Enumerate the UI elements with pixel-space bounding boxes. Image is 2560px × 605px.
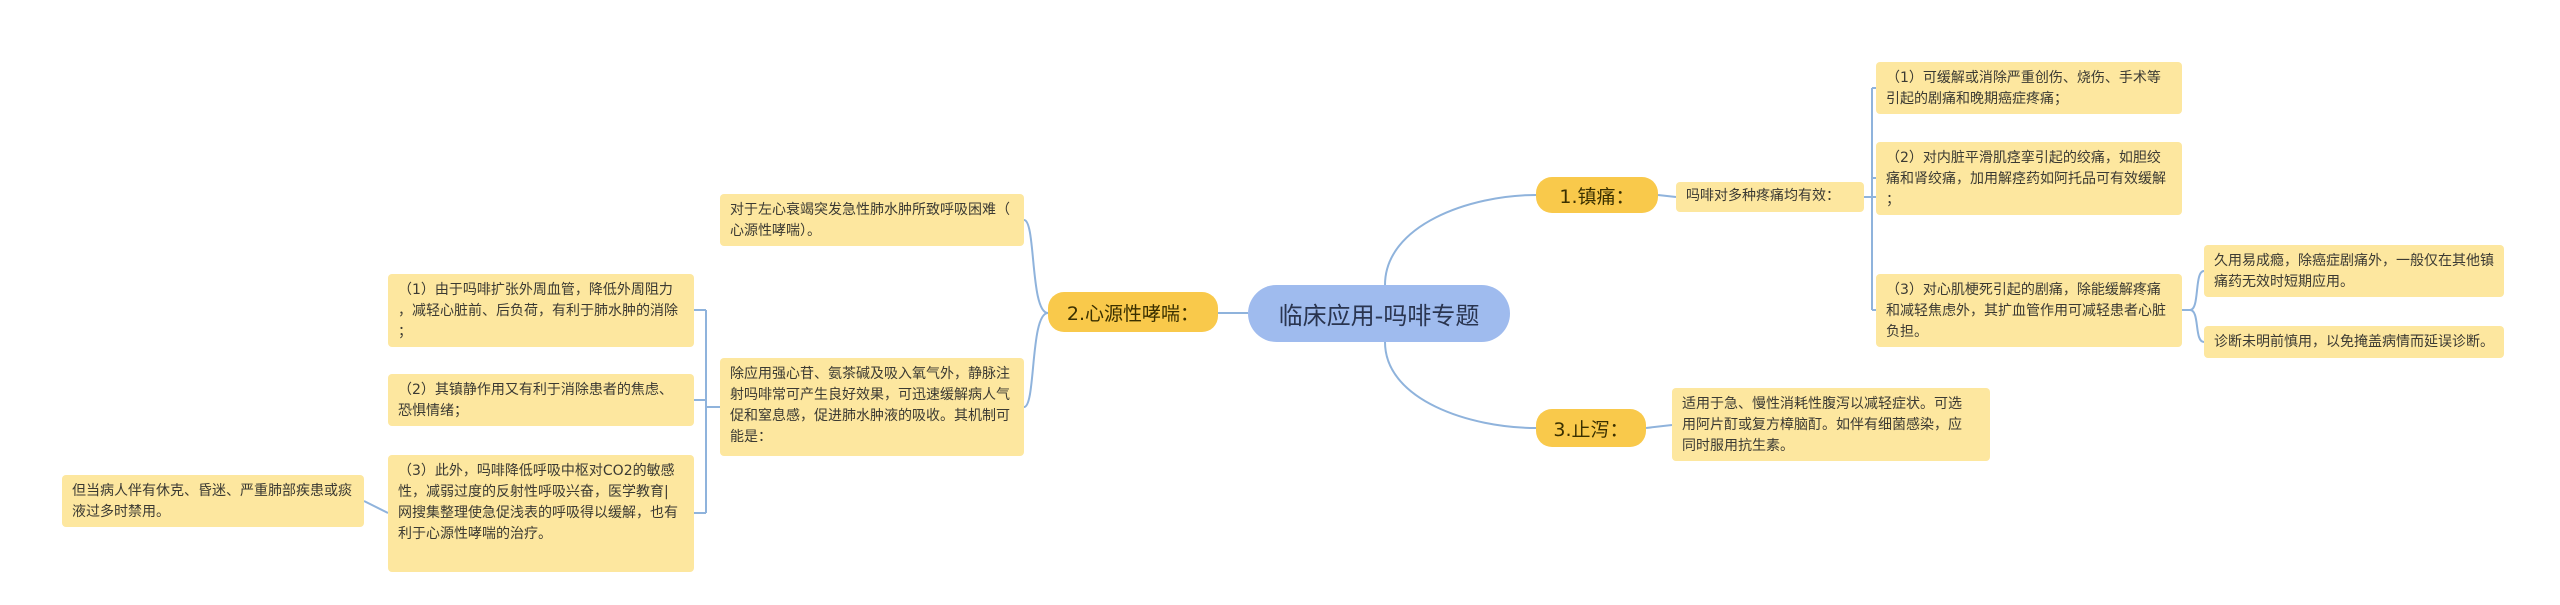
cardiac-asthma-item-1[interactable]: 对于左心衰竭突发急性肺水肿所致呼吸困难（ 心源性哮喘）。 — [720, 194, 1024, 246]
leaf-line: 促和窒息感，促进肺水肿液的吸收。其机制可 — [730, 408, 1010, 424]
branch-analgesia-label: 1.镇痛： — [1559, 185, 1635, 208]
leaf-line: 心源性哮喘）。 — [730, 223, 821, 239]
leaf-line: ； — [398, 324, 412, 340]
leaf-line: （2）其镇静作用又有利于消除患者的焦虑、 — [398, 382, 673, 398]
leaf-line: 同时服用抗生素。 — [1682, 438, 1794, 454]
analgesia-item-3[interactable]: （3）对心肌梗死引起的剧痛，除能缓解疼痛 和减轻焦虑外，其扩血管作用可减轻患者心… — [1876, 274, 2182, 347]
leaf-line: 性，减弱过度的反射性呼吸兴奋，医学教育| — [398, 484, 669, 500]
leaf-line: 液过多时禁用。 — [72, 504, 170, 520]
link-root-antidiarrheal — [1384, 341, 1537, 429]
leaf-line: 久用易成瘾，除癌症剧痛外，一般仅在其他镇 — [2214, 253, 2494, 269]
leaf-line: 但当病人伴有休克、昏迷、严重肺部疾患或痰 — [72, 483, 352, 499]
link-mech3-note — [363, 500, 389, 514]
leaf-line: 能是： — [730, 429, 772, 445]
analgesia-item-2[interactable]: （2）对内脏平滑肌痉挛引起的绞痛，如胆绞 痛和肾绞痛，加用解痉药如阿托品可有效缓… — [1876, 142, 2182, 215]
link-antidiarrheal-detail — [1645, 424, 1673, 429]
leaf-line: 和减轻焦虑外，其扩血管作用可减轻患者心脏 — [1886, 303, 2166, 319]
cardiac-asthma-item-2[interactable]: 除应用强心苷、氨茶碱及吸入氧气外，静脉注 射吗啡常可产生良好效果，可迅速缓解病人… — [720, 358, 1024, 456]
leaf-line: ； — [1886, 192, 1900, 208]
cardiac-mechanism-2[interactable]: （2）其镇静作用又有利于消除患者的焦虑、 恐惧情绪； — [388, 374, 694, 426]
leaf-line: 适用于急、慢性消耗性腹泻以减轻症状。可选 — [1682, 396, 1962, 412]
branch-cardiac-asthma[interactable]: 2.心源性哮喘： — [1048, 292, 1218, 332]
leaf-line: 对于左心衰竭突发急性肺水肿所致呼吸困难（ — [730, 202, 1010, 218]
leaf-line: 痛和肾绞痛，加用解痉药如阿托品可有效缓解 — [1886, 171, 2166, 187]
leaf-line: （1）可缓解或消除严重创伤、烧伤、手术等 — [1886, 70, 2161, 86]
leaf-line: 引起的剧痛和晚期癌症疼痛； — [1886, 91, 2068, 107]
leaf-line: （3）对心肌梗死引起的剧痛，除能缓解疼痛 — [1886, 282, 2161, 298]
branch-antidiarrheal[interactable]: 3.止泻： — [1536, 409, 1646, 447]
leaf-line: （1）由于吗啡扩张外周血管，降低外周阻力 — [398, 282, 673, 298]
leaf-line: 痛药无效时短期应用。 — [2214, 274, 2354, 290]
branch-analgesia[interactable]: 1.镇痛： — [1536, 177, 1658, 213]
leaf-line: ，减轻心脏前、后负荷，有利于肺水肿的消除 — [398, 303, 678, 319]
leaf-line: （3）此外，吗啡降低呼吸中枢对CO2的敏感 — [398, 463, 675, 479]
leaf-line: 用阿片酊或复方樟脑酊。如伴有细菌感染，应 — [1682, 417, 1962, 433]
cardiac-mechanism-3-note[interactable]: 但当病人伴有休克、昏迷、严重肺部疾患或痰 液过多时禁用。 — [62, 475, 364, 527]
link-cardiac-items — [1023, 219, 1049, 408]
leaf-line: （2）对内脏平滑肌痉挛引起的绞痛，如胆绞 — [1886, 150, 2161, 166]
analgesia-summary[interactable]: 吗啡对多种疼痛均有效： — [1676, 182, 1864, 212]
leaf-line: 诊断未明前慎用，以免掩盖病情而延误诊断。 — [2214, 334, 2494, 350]
link-item3-notes — [2182, 270, 2205, 343]
cardiac-mechanism-3[interactable]: （3）此外，吗啡降低呼吸中枢对CO2的敏感 性，减弱过度的反射性呼吸兴奋，医学教… — [388, 455, 694, 572]
analgesia-item-3-note-2[interactable]: 诊断未明前慎用，以免掩盖病情而延误诊断。 — [2204, 326, 2504, 358]
cardiac-mechanism-1[interactable]: （1）由于吗啡扩张外周血管，降低外周阻力 ，减轻心脏前、后负荷，有利于肺水肿的消… — [388, 274, 694, 347]
leaf-line: 网搜集整理使急促浅表的呼吸得以缓解，也有 — [398, 505, 678, 521]
branch-cardiac-asthma-label: 2.心源性哮喘： — [1066, 302, 1200, 325]
branch-antidiarrheal-label: 3.止泻： — [1553, 418, 1629, 441]
antidiarrheal-detail[interactable]: 适用于急、慢性消耗性腹泻以减轻症状。可选 用阿片酊或复方樟脑酊。如伴有细菌感染，… — [1672, 388, 1990, 461]
analgesia-item-3-note-1[interactable]: 久用易成瘾，除癌症剧痛外，一般仅在其他镇 痛药无效时短期应用。 — [2204, 245, 2504, 297]
analgesia-item-1[interactable]: （1）可缓解或消除严重创伤、烧伤、手术等 引起的剧痛和晚期癌症疼痛； — [1876, 62, 2182, 114]
leaf-line: 射吗啡常可产生良好效果，可迅速缓解病人气 — [730, 387, 1010, 403]
link-analgesia-summary — [1657, 194, 1677, 198]
leaf-line: 利于心源性哮喘的治疗。 — [398, 526, 552, 542]
link-summary-items — [1864, 87, 1876, 311]
root-topic[interactable]: 临床应用-吗啡专题 — [1248, 285, 1510, 342]
link-root-analgesia — [1384, 194, 1537, 286]
leaf-line: 恐惧情绪； — [398, 403, 468, 419]
analgesia-summary-text: 吗啡对多种疼痛均有效： — [1686, 188, 1840, 204]
link-item2-mechanisms — [694, 309, 720, 514]
leaf-line: 负担。 — [1886, 324, 1928, 340]
root-topic-title: 临床应用-吗啡专题 — [1278, 302, 1480, 330]
leaf-line: 除应用强心苷、氨茶碱及吸入氧气外，静脉注 — [730, 366, 1010, 382]
